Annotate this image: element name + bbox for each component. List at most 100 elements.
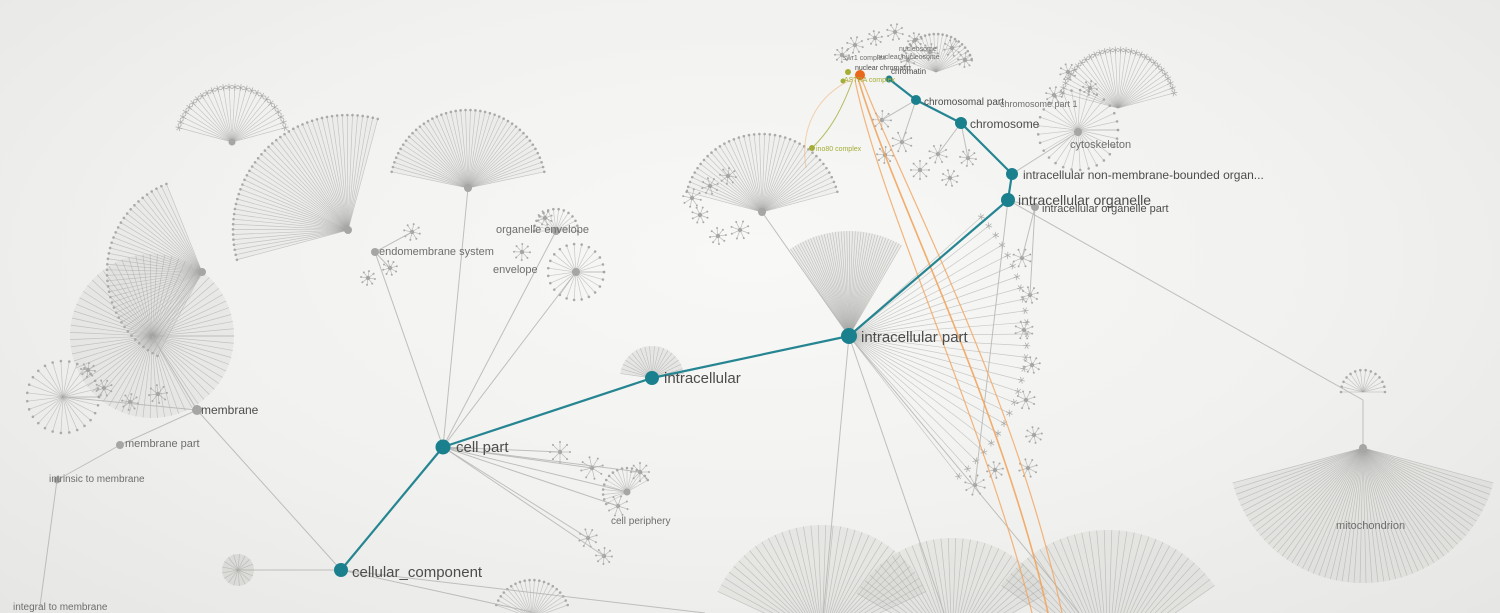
pinwheel-cluster [595, 547, 613, 565]
graph-node-complex[interactable] [840, 78, 846, 84]
pinwheel-cluster [1059, 63, 1077, 81]
graph-node-complex[interactable] [845, 69, 851, 75]
graph-node-gray[interactable] [344, 226, 352, 234]
graph-node-selected[interactable] [645, 371, 659, 385]
pinwheel-cluster [867, 30, 883, 46]
pinwheel-cluster [900, 52, 916, 68]
term-label[interactable]: endomembrane system [379, 246, 494, 258]
pinwheel-cluster [891, 131, 913, 153]
graph-node-gray[interactable] [228, 138, 236, 146]
graph-edge-gray [442, 446, 589, 539]
term-label[interactable]: intracellular organelle part [1042, 203, 1169, 215]
graph-node-gray[interactable] [198, 268, 206, 276]
term-label[interactable]: swr1 complex [843, 55, 886, 62]
fan-cluster [390, 108, 546, 189]
graph-edge-selected [651, 334, 850, 380]
term-label[interactable]: cell part [456, 439, 509, 456]
graph-node-selected[interactable] [435, 439, 451, 455]
term-label[interactable]: chromosome [970, 117, 1040, 131]
graph-edge-gray [442, 187, 469, 448]
graph-edge-gray [848, 335, 945, 613]
term-label[interactable]: cytoskeleton [1070, 139, 1131, 151]
pinwheel-cluster [1016, 390, 1036, 410]
graph-edge-gray [901, 99, 917, 143]
graph-edge-gray [822, 335, 850, 613]
graph-node-gray[interactable] [116, 441, 124, 449]
term-label[interactable]: cell periphery [611, 516, 670, 527]
fan-cluster [175, 83, 289, 143]
pinwheel-cluster [630, 462, 650, 482]
graph-node-gray[interactable] [1074, 128, 1082, 136]
pinwheel-cluster [910, 160, 930, 180]
term-label[interactable]: intracellular organelle [1018, 192, 1151, 208]
graph-node-selected[interactable] [334, 563, 348, 577]
fan-cluster [601, 466, 650, 506]
term-label[interactable]: envelope [493, 264, 538, 276]
term-label[interactable]: chromosomal part [924, 97, 1004, 108]
graph-node-selected[interactable] [911, 95, 921, 105]
term-label[interactable]: nucleosome [899, 46, 937, 53]
fan-cluster [25, 359, 101, 435]
term-label[interactable]: intrinsic to membrane [49, 474, 145, 485]
graph-node-gray[interactable] [192, 405, 202, 415]
term-label[interactable]: ASTRA complex [844, 77, 895, 84]
pinwheel-cluster [941, 169, 959, 187]
graph-edge-gray [56, 444, 121, 481]
graph-node-gray[interactable] [53, 476, 61, 484]
pinwheel-cluster [682, 188, 702, 208]
term-label[interactable]: membrane part [125, 438, 200, 450]
graph-node-gray[interactable] [371, 248, 379, 256]
graph-node-gray[interactable] [623, 488, 631, 496]
term-label[interactable]: intracellular [664, 370, 741, 387]
term-label[interactable]: ino80 complex [816, 146, 862, 153]
graph-edge-gray [1007, 199, 1364, 401]
pinwheel-cluster [1023, 356, 1041, 374]
term-label[interactable]: integral to membrane [13, 602, 108, 613]
graph-node-gray[interactable] [1031, 203, 1039, 211]
term-label[interactable]: nuclear nucleosome [877, 54, 940, 61]
fan-cluster [685, 132, 839, 213]
graph-edge-gray [374, 231, 413, 253]
pinwheel-cluster [360, 270, 376, 286]
fan-cluster [848, 213, 1031, 480]
graph-edge-gray [62, 396, 198, 411]
relation-curve [854, 79, 1033, 613]
graph-node-selected[interactable] [1006, 168, 1018, 180]
graph-node-selected[interactable] [955, 117, 967, 129]
graph-node-highlight[interactable] [855, 70, 865, 80]
term-label[interactable]: membrane [201, 403, 259, 417]
graph-node-complex[interactable] [809, 145, 815, 151]
graph-node-gray[interactable] [758, 208, 766, 216]
term-label[interactable]: organelle envelope [496, 224, 589, 236]
relation-curve [804, 77, 856, 169]
term-label[interactable]: intracellular part [861, 329, 969, 346]
fan-cluster [620, 345, 684, 379]
graph-node-gray[interactable] [1359, 444, 1367, 452]
graph-node-gray[interactable] [464, 184, 472, 192]
graph-node-gray[interactable] [552, 227, 560, 235]
term-label[interactable]: cellular_component [352, 564, 483, 581]
term-label[interactable]: chromosome part 1 [1000, 99, 1078, 109]
graph-edge-gray [1029, 206, 1036, 296]
graph-edge-gray [442, 230, 557, 448]
term-label[interactable]: chromatin [891, 67, 926, 76]
graph-node-gray[interactable] [572, 268, 580, 276]
graph-edge-gray [340, 569, 706, 613]
term-label[interactable]: nuclear chromatin [855, 65, 911, 72]
graph-node-selected[interactable] [1001, 193, 1015, 207]
graph-node-selected[interactable] [885, 75, 893, 83]
graph-edge-gray [442, 446, 605, 557]
graph-node-selected[interactable] [841, 328, 857, 344]
graph-edge-gray [119, 409, 198, 446]
pinwheel-cluster [943, 39, 961, 57]
term-label[interactable]: mitochondrion [1336, 520, 1405, 532]
graph-edge-selected [340, 446, 444, 571]
pinwheel-cluster [382, 260, 398, 276]
pinwheel-cluster [921, 43, 939, 61]
term-label[interactable]: intracellular non-membrane-bounded organ… [1023, 168, 1264, 182]
pinwheel-cluster [701, 177, 719, 195]
graph-edge-selected [888, 78, 917, 101]
graph-edge-gray [39, 479, 58, 607]
